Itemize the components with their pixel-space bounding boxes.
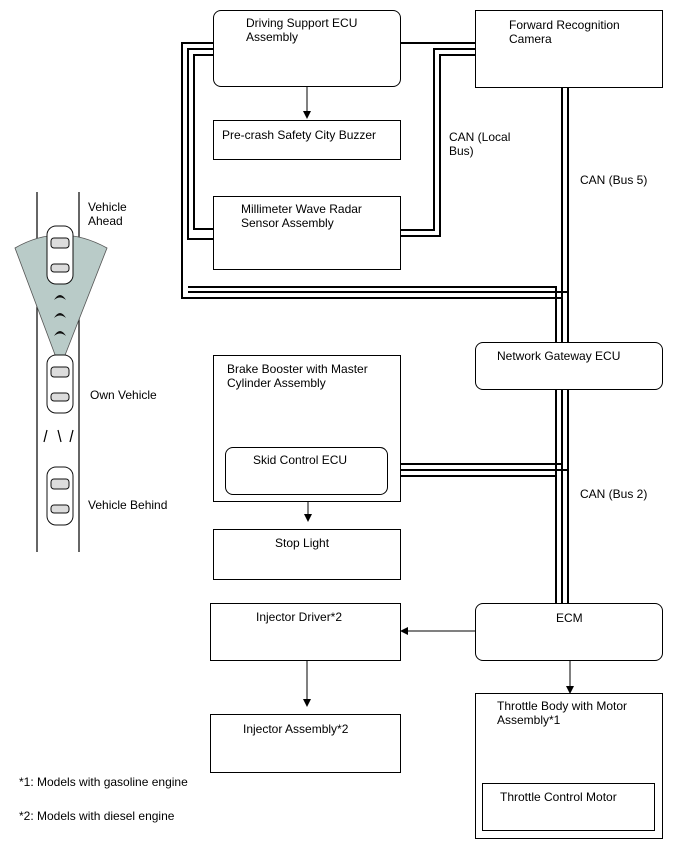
forward-camera-box [475, 10, 663, 88]
vehicle-behind-label: Vehicle Behind [88, 498, 168, 512]
precrash-buzzer-label: Pre-crash Safety City Buzzer [222, 128, 377, 142]
injector-assembly-box [210, 714, 401, 773]
driving-support-ecu-label: Driving Support ECU Assembly [246, 16, 358, 44]
vehicle-ahead-label: Vehicle Ahead [88, 200, 127, 228]
can-local-bus-label: CAN (Local Bus) [449, 130, 511, 158]
network-gateway-label: Network Gateway ECU [497, 349, 621, 363]
stop-light-box [213, 529, 401, 580]
throttle-body-label: Throttle Body with Motor Assembly*1 [497, 699, 628, 727]
network-gateway-box [475, 342, 663, 390]
injector-driver-label: Injector Driver*2 [256, 610, 343, 624]
own-vehicle-icon [46, 354, 74, 414]
can-bus-lines [181, 42, 569, 603]
can-bus5-label: CAN (Bus 5) [580, 173, 648, 187]
skid-control-label: Skid Control ECU [253, 453, 348, 467]
precrash-buzzer-box [213, 120, 401, 160]
vehicle-ahead-icon [46, 225, 74, 285]
mmw-radar-box [213, 196, 401, 270]
ecm-label: ECM [556, 611, 583, 625]
ecm-box [475, 603, 663, 661]
throttle-motor-label: Throttle Control Motor [500, 790, 617, 804]
forward-camera-label: Forward Recognition Camera [509, 18, 620, 46]
skid-control-box [225, 447, 388, 495]
following-distance-marks [54, 295, 66, 336]
mmw-radar-label: Millimeter Wave Radar Sensor Assembly [241, 202, 362, 230]
own-vehicle-label: Own Vehicle [90, 388, 157, 402]
footnote-2: *2: Models with diesel engine [19, 809, 175, 823]
vehicle-behind-icon [46, 466, 74, 526]
footnote-1: *1: Models with gasoline engine [19, 775, 188, 789]
driving-support-ecu-box [213, 10, 401, 87]
can-bus2-label: CAN (Bus 2) [580, 487, 648, 501]
lane-marks [43, 429, 74, 443]
injector-assembly-label: Injector Assembly*2 [243, 722, 349, 736]
brake-booster-label: Brake Booster with Master Cylinder Assem… [227, 362, 368, 390]
throttle-motor-box [482, 783, 655, 831]
stop-light-label: Stop Light [275, 536, 330, 550]
road-scene [14, 192, 108, 552]
injector-driver-box [210, 603, 401, 661]
